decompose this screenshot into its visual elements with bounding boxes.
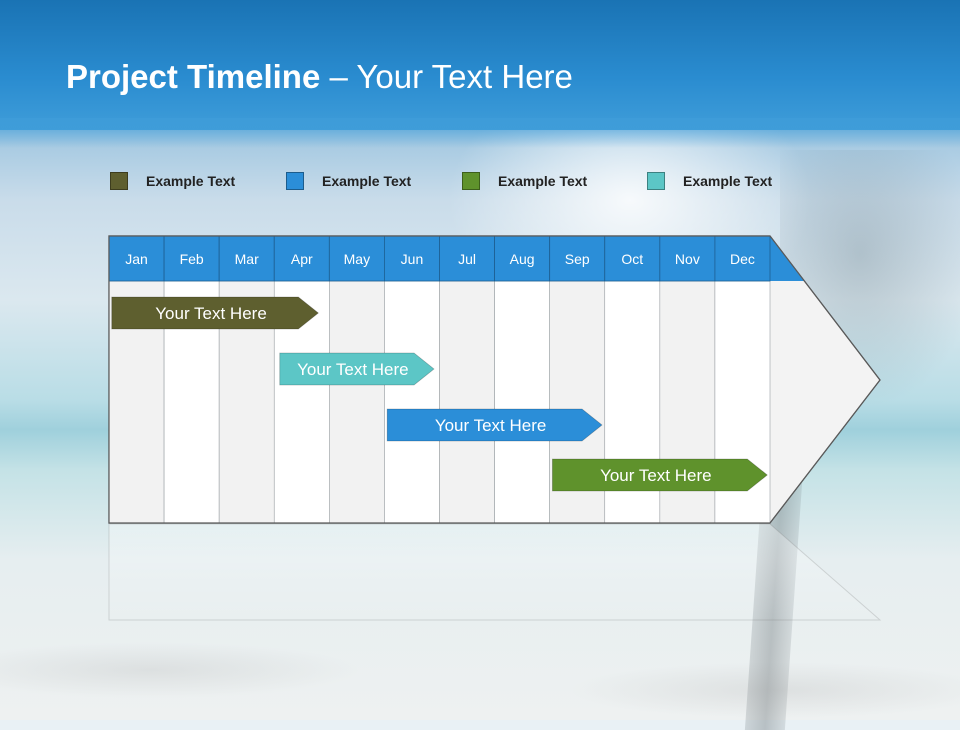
month-header-cell-nov — [659, 235, 716, 282]
legend-item-3[interactable]: Example Text — [462, 170, 587, 192]
title-banner-fade — [0, 118, 960, 148]
task-label-3: Your Text Here — [435, 416, 547, 435]
legend-label: Example Text — [683, 173, 773, 189]
month-label-sep: Sep — [565, 251, 590, 267]
legend-item-1[interactable]: Example Text — [110, 170, 235, 192]
task-bar-2[interactable] — [279, 352, 435, 386]
month-header-cell-may — [328, 235, 385, 282]
month-header-cell-aug — [494, 235, 551, 282]
legend-item-4[interactable]: Example Text — [647, 170, 772, 192]
task-label-1: Your Text Here — [155, 304, 267, 323]
month-label-nov: Nov — [675, 251, 700, 267]
legend-swatch-green — [462, 172, 480, 190]
title-bold: Project Timeline — [66, 58, 321, 95]
month-label-jul: Jul — [458, 251, 476, 267]
month-column-may — [329, 280, 385, 524]
task-label-4: Your Text Here — [600, 466, 712, 485]
sand-shadow — [0, 610, 960, 720]
task-bar-3[interactable] — [386, 408, 603, 442]
month-header-cell-jul — [439, 235, 495, 282]
month-label-dec: Dec — [730, 251, 755, 267]
legend-swatch-blue — [286, 172, 304, 190]
month-column-jul — [439, 280, 495, 524]
month-header-cell-sep — [549, 235, 606, 282]
legend-label: Example Text — [146, 173, 236, 189]
month-header-cell-mar — [218, 235, 275, 282]
month-header-cell-feb — [163, 235, 220, 282]
month-label-may: May — [344, 251, 370, 267]
title-banner — [0, 0, 960, 130]
month-column-aug — [494, 280, 550, 524]
month-label-jun: Jun — [401, 251, 424, 267]
month-column-jun — [384, 280, 440, 524]
month-label-oct: Oct — [621, 251, 643, 267]
month-header-cell-dec — [714, 235, 771, 282]
month-label-aug: Aug — [510, 251, 535, 267]
legend-label: Example Text — [322, 173, 412, 189]
legend-swatch-teal — [647, 172, 665, 190]
month-label-jan: Jan — [125, 251, 148, 267]
slide-title[interactable]: Project Timeline – Your Text Here — [66, 58, 573, 96]
legend-item-2[interactable]: Example Text — [286, 170, 411, 192]
month-header-cell-oct — [604, 235, 661, 282]
title-rest: – Your Text Here — [320, 58, 573, 95]
month-header-cell-jun — [384, 235, 440, 282]
task-label-2: Your Text Here — [297, 360, 409, 379]
task-bar-1[interactable] — [111, 296, 319, 330]
legend-label: Example Text — [498, 173, 588, 189]
month-label-apr: Apr — [291, 251, 313, 267]
timeline-arrow-edge — [108, 235, 881, 524]
timeline-reflection — [108, 523, 882, 621]
task-bar-4[interactable] — [552, 458, 768, 492]
month-label-mar: Mar — [235, 251, 259, 267]
month-header-cell-jan — [108, 235, 165, 282]
month-label-feb: Feb — [180, 251, 204, 267]
legend-swatch-olive — [110, 172, 128, 190]
